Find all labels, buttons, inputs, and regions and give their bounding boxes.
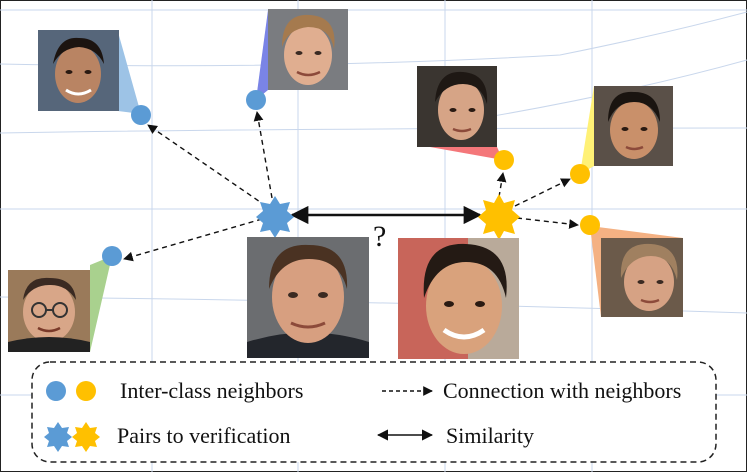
neighbor-node-blue-2 — [246, 90, 266, 110]
face-bottom-right — [601, 238, 683, 317]
neighbor-node-yellow-3 — [580, 215, 600, 235]
legend-yellow-dot-icon — [76, 381, 96, 401]
wedge-top-center — [256, 10, 268, 100]
wedge-top-left — [118, 32, 141, 114]
neighbor-node-yellow-1 — [494, 150, 514, 170]
face-portrait-icon — [268, 9, 348, 90]
face-portrait-icon — [247, 237, 369, 358]
legend-blue-star-icon — [44, 422, 72, 452]
pair-star-yellow — [478, 194, 520, 240]
neighbor-node-blue-1 — [131, 105, 151, 125]
face-center-query — [247, 237, 369, 358]
face-portrait-icon — [594, 86, 673, 166]
face-left-bottom — [8, 270, 90, 352]
legend-pairs-label: Pairs to verification — [117, 423, 291, 448]
face-portrait-icon — [417, 66, 497, 147]
wedge-top-right-2 — [580, 86, 594, 174]
face-portrait-icon — [38, 30, 119, 111]
legend-similarity-label: Similarity — [446, 423, 534, 448]
face-portrait-icon — [398, 238, 519, 359]
pair-star-blue — [256, 196, 294, 238]
face-portrait-icon — [601, 238, 683, 317]
question-mark: ? — [373, 220, 387, 253]
face-top-right-1 — [417, 66, 497, 147]
legend-box — [31, 361, 717, 463]
face-top-center — [268, 9, 348, 90]
legend-yellow-star-icon — [72, 422, 100, 452]
wedge-left-bottom — [90, 256, 112, 352]
neighbor-node-yellow-2 — [570, 164, 590, 184]
face-center-right-query — [398, 238, 519, 359]
face-top-left — [38, 30, 119, 111]
neighbor-node-blue-3 — [102, 246, 122, 266]
legend-connection-label: Connection with neighbors — [443, 378, 682, 403]
face-portrait-icon — [8, 270, 90, 352]
wedge-top-right-1 — [430, 147, 503, 160]
legend-blue-dot-icon — [46, 381, 66, 401]
neighbor-connections — [123, 111, 579, 262]
face-top-right-2 — [594, 86, 673, 166]
legend-neighbors-label: Inter-class neighbors — [120, 378, 304, 403]
